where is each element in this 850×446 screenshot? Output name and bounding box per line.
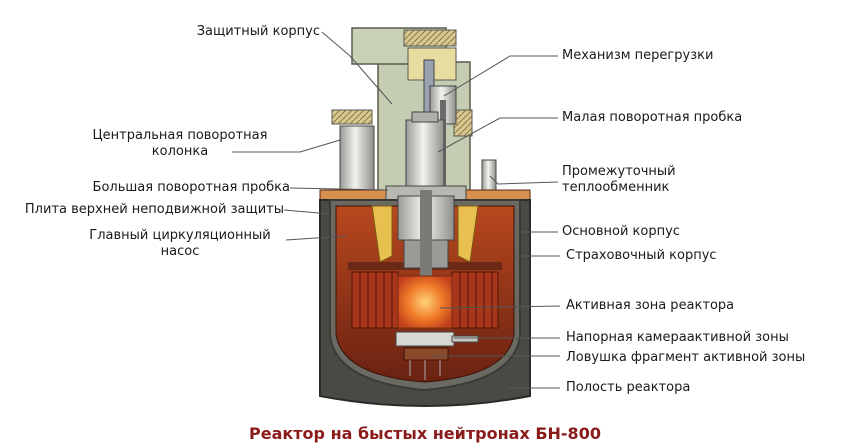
pressure-chamber: [395, 331, 455, 347]
leader-lines: [232, 31, 561, 389]
label-upper-shield-plate: Плита верхней неподвижной защиты: [24, 202, 284, 217]
label-reactor-cavity: Полость реактора: [566, 380, 691, 395]
label-main-pump-line2: насос: [160, 244, 200, 259]
label-core-catcher: Ловушка фрагмент активной зоны: [566, 350, 806, 365]
label-active-core: Активная зона реактора: [566, 298, 735, 313]
fuel-assemblies: [351, 271, 499, 329]
central-casing: [397, 190, 455, 280]
label-central-column-line2: колонка: [151, 144, 209, 159]
central-column: [405, 111, 445, 193]
label-heat-exchanger-line1: Промежуточный: [562, 164, 676, 179]
core-catcher: [403, 347, 449, 380]
label-big-rotating-plug: Большая поворотная пробка: [92, 180, 290, 195]
label-refuelling-mechanism: Механизм перегрузки: [562, 48, 714, 63]
label-central-column-line1: Центральная поворотная: [92, 128, 268, 143]
label-heat-exchanger-line2: теплообменник: [562, 180, 670, 195]
label-guard-vessel: Страховочный корпус: [566, 248, 717, 263]
active-core: [397, 275, 453, 329]
label-heat-exchanger: Промежуточный теплообменник: [562, 164, 676, 196]
label-main-vessel: Основной корпус: [562, 224, 680, 239]
label-central-column: Центральная поворотная колонка: [72, 128, 288, 160]
label-main-pump: Главный циркуляционный насос: [72, 228, 288, 260]
label-main-pump-line1: Главный циркуляционный: [89, 228, 271, 243]
label-pressure-chamber: Напорная камераактивной зоны: [566, 330, 789, 345]
figure-caption: Реактор на быстых нейтронах БН-800: [249, 424, 601, 443]
label-protective-housing: Защитный корпус: [196, 24, 320, 39]
label-small-rotating-plug: Малая поворотная пробка: [562, 110, 743, 125]
